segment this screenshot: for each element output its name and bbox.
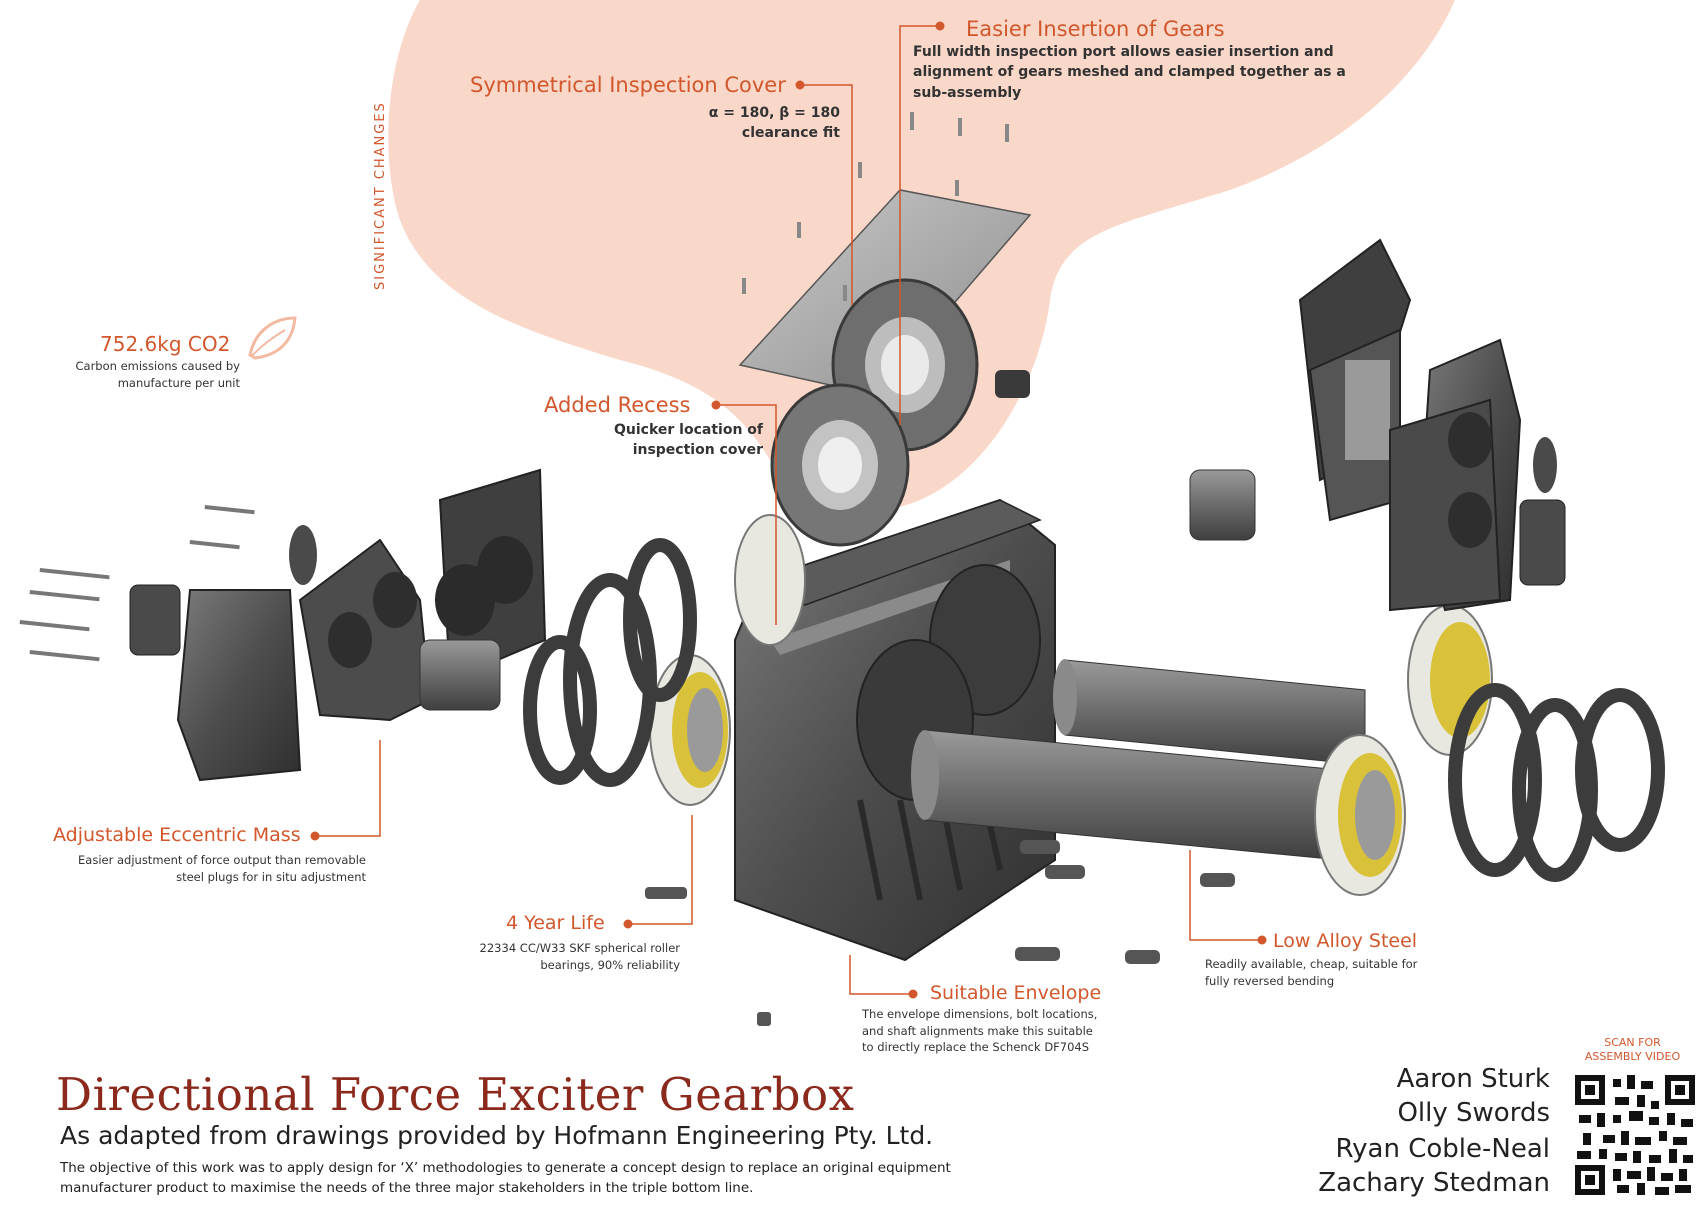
author-4: Zachary Stedman <box>1318 1168 1550 1198</box>
inspection-cover-title: Symmetrical Inspection Cover <box>470 73 786 97</box>
year-life-title: 4 Year Life <box>506 912 605 934</box>
callout-dots <box>310 21 1267 999</box>
eccentric-mass-desc: Easier adjustment of force output than r… <box>50 852 366 885</box>
low-alloy-title: Low Alloy Steel <box>1273 930 1418 952</box>
left-eccentric-assembly <box>129 468 547 782</box>
qr-caption-line2: ASSEMBLY VIDEO <box>1584 1050 1681 1064</box>
added-recess-line1: Quicker location of <box>614 422 763 438</box>
leaf-icon <box>248 316 297 360</box>
gear-pair <box>770 278 979 547</box>
left-bolts <box>19 505 255 662</box>
poster-objective: The objective of this work was to apply … <box>60 1160 951 1197</box>
added-recess-desc: Quicker location of inspection cover <box>560 420 763 461</box>
inspection-cover-line1: α = 180, β = 180 <box>708 105 840 121</box>
qr-caption: SCAN FOR ASSEMBLY VIDEO <box>1575 1036 1690 1065</box>
envelope-desc: The envelope dimensions, bolt locations,… <box>862 1007 1098 1055</box>
low-alloy-line2: fully reversed bending <box>1205 973 1335 988</box>
co2-line1: Carbon emissions caused by <box>75 359 241 373</box>
insertion-gears-title: Easier Insertion of Gears <box>966 17 1225 41</box>
added-recess-line2: inspection cover <box>632 442 763 459</box>
author-3: Ryan Coble-Neal <box>1335 1134 1550 1164</box>
bearings <box>649 514 1493 896</box>
author-1: Aaron Sturk <box>1396 1064 1550 1094</box>
significant-changes-label: SIGNIFICANT CHANGES <box>373 101 388 290</box>
co2-line2: manufacture per unit <box>117 375 240 390</box>
poster-subtitle: As adapted from drawings provided by Hof… <box>60 1121 934 1150</box>
envelope-title: Suitable Envelope <box>930 982 1102 1004</box>
eccentric-mass-line2: steel plugs for in situ adjustment <box>176 869 366 884</box>
added-recess-title: Added Recess <box>544 393 691 417</box>
year-life-desc: 22334 CC/W33 SKF spherical roller bearin… <box>420 940 680 973</box>
inspection-cover-desc: α = 180, β = 180 clearance fit <box>640 103 840 144</box>
right-eccentric-assembly <box>1189 238 1566 612</box>
eccentric-mass-title: Adjustable Eccentric Mass <box>53 824 301 846</box>
poster-title: Directional Force Exciter Gearbox <box>56 1068 855 1121</box>
right-seal-rings <box>1448 683 1665 882</box>
co2-desc: Carbon emissions caused by manufacture p… <box>40 358 241 391</box>
year-life-line1: 22334 CC/W33 SKF spherical roller <box>479 941 680 955</box>
insertion-gears-desc: Full width inspection port allows easier… <box>913 44 1346 101</box>
year-life-line2: bearings, 90% reliability <box>540 957 680 972</box>
left-seal-rings <box>523 538 697 787</box>
low-alloy-line1: Readily available, cheap, suitable for <box>1205 957 1418 971</box>
inspection-cover-line2: clearance fit <box>741 125 840 142</box>
shafts <box>911 659 1366 861</box>
shaft-keys <box>645 840 1235 1026</box>
qr-code <box>1575 1075 1695 1195</box>
co2-title: 752.6kg CO2 <box>100 332 231 356</box>
author-2: Olly Swords <box>1397 1098 1550 1128</box>
qr-caption-line1: SCAN FOR <box>1604 1036 1661 1049</box>
key-block <box>995 370 1030 398</box>
callout-leaders <box>315 25 1262 995</box>
cover-bolts <box>742 112 1009 301</box>
eccentric-mass-line1: Easier adjustment of force output than r… <box>78 853 366 867</box>
low-alloy-desc: Readily available, cheap, suitable for f… <box>1205 956 1455 989</box>
